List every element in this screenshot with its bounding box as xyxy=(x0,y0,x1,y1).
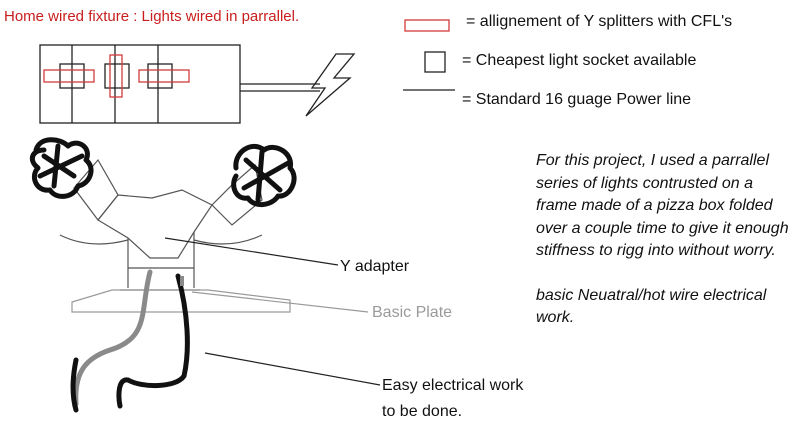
socket-right xyxy=(147,63,173,89)
notes-paragraph-1: For this project, I used a parrallel ser… xyxy=(536,152,789,259)
label-y-adapter: Y adapter xyxy=(340,258,410,275)
callout-y-adapter xyxy=(164,237,339,266)
cfl-bulb-left xyxy=(29,137,94,199)
wire-black-right xyxy=(116,273,190,409)
legend-socket-text: = Cheapest light socket available xyxy=(462,52,697,69)
label-easy-work-line2: to be done. xyxy=(382,403,463,420)
diagram-title: Home wired fixture : Lights wired in par… xyxy=(4,8,300,25)
callout-basic-plate xyxy=(191,291,369,313)
basic-plate-shape xyxy=(71,289,291,313)
notes-paragraph-2: basic Neuatral/hot wire electrical work. xyxy=(536,286,767,327)
legend-socket-swatch xyxy=(424,51,446,73)
wire-black-left xyxy=(70,357,79,413)
lightning-bolt-icon xyxy=(305,53,356,117)
wire-gray xyxy=(73,269,153,407)
label-basic-plate: Basic Plate xyxy=(372,304,453,321)
fixture-frame xyxy=(39,44,241,124)
cfl-bulb-right xyxy=(231,143,297,207)
legend-powerline-text: = Standard 16 guage Power line xyxy=(462,91,692,108)
legend-splitter-swatch xyxy=(404,19,450,32)
label-easy-work-line1: Easy electrical work xyxy=(382,377,524,394)
legend-splitter-text: = allignement of Y splitters with CFL's xyxy=(466,13,733,30)
socket-left xyxy=(59,63,85,89)
callout-easy-work xyxy=(204,352,381,386)
fixture-schematic xyxy=(39,44,320,124)
splitter-outlines xyxy=(43,54,190,98)
project-notes: For this project, I used a parrallel ser… xyxy=(536,150,798,352)
socket-middle xyxy=(104,63,130,89)
